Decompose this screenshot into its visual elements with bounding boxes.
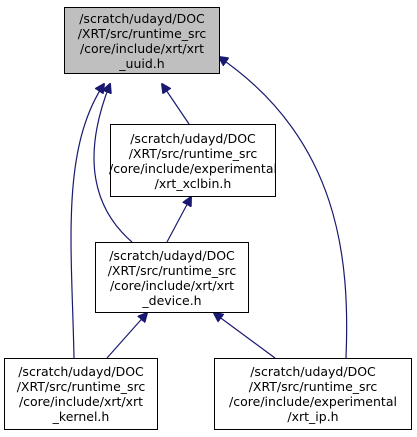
node-xrt-xclbin[interactable]: /scratch/udayd/DOC /XRT/src/runtime_src …: [109, 124, 277, 197]
node-xrt-xclbin-line-3: /core/include/experimental: [109, 160, 277, 176]
node-xrt-kernel-line-3: /core/include/xrt/xrt: [18, 394, 144, 409]
node-xrt-kernel-line-1: /scratch/udayd/DOC: [18, 364, 144, 379]
node-xrt-ip-line-4: /xrt_ip.h: [287, 409, 339, 424]
node-xrt-uuid-line-4: _uuid.h: [119, 55, 165, 71]
node-xrt-ip-line-2: /XRT/src/runtime_src: [248, 379, 378, 394]
edge-xrt-ip-to-xrt-device: [214, 313, 276, 359]
node-xrt-ip-line-3: /core/include/experimental: [229, 394, 397, 409]
node-xrt-kernel-line-2: /XRT/src/runtime_src: [16, 379, 146, 394]
node-xrt-kernel[interactable]: /scratch/udayd/DOC /XRT/src/runtime_src …: [4, 358, 158, 430]
edge-xrt-kernel-to-xrt-device: [106, 313, 147, 359]
edge-xrt-kernel-to-xrt-uuid: [70, 84, 104, 359]
node-xrt-device-line-3: /core/include/xrt/xrt: [109, 277, 235, 293]
node-xrt-device-line-4: _device.h: [142, 292, 202, 308]
node-xrt-uuid-line-2: /XRT/src/runtime_src: [77, 25, 207, 41]
edge-xrt-ip-to-xrt-uuid: [219, 57, 348, 359]
node-xrt-xclbin-line-2: /XRT/src/runtime_src: [128, 145, 258, 161]
node-xrt-kernel-line-4: _kernel.h: [52, 409, 110, 424]
node-xrt-uuid-line-1: /scratch/udayd/DOC: [79, 10, 205, 26]
node-xrt-device-line-2: /XRT/src/runtime_src: [107, 262, 237, 278]
node-xrt-uuid-line-3: /core/include/xrt/xrt: [79, 40, 205, 56]
node-xrt-device-line-1: /scratch/udayd/DOC: [109, 247, 235, 263]
node-xrt-ip[interactable]: /scratch/udayd/DOC /XRT/src/runtime_src …: [214, 358, 412, 430]
edge-xrt-device-to-xrt-uuid: [93, 84, 133, 243]
node-xrt-xclbin-line-4: /xrt_xclbin.h: [154, 175, 232, 191]
edge-xrt-xclbin-to-xrt-uuid: [162, 84, 190, 125]
node-xrt-xclbin-line-1: /scratch/udayd/DOC: [130, 130, 256, 146]
edge-xrt-device-to-xrt-xclbin: [166, 197, 191, 243]
node-xrt-uuid[interactable]: /scratch/udayd/DOC /XRT/src/runtime_src …: [64, 7, 220, 74]
node-xrt-device[interactable]: /scratch/udayd/DOC /XRT/src/runtime_src …: [95, 242, 249, 313]
node-xrt-ip-line-1: /scratch/udayd/DOC: [250, 364, 376, 379]
